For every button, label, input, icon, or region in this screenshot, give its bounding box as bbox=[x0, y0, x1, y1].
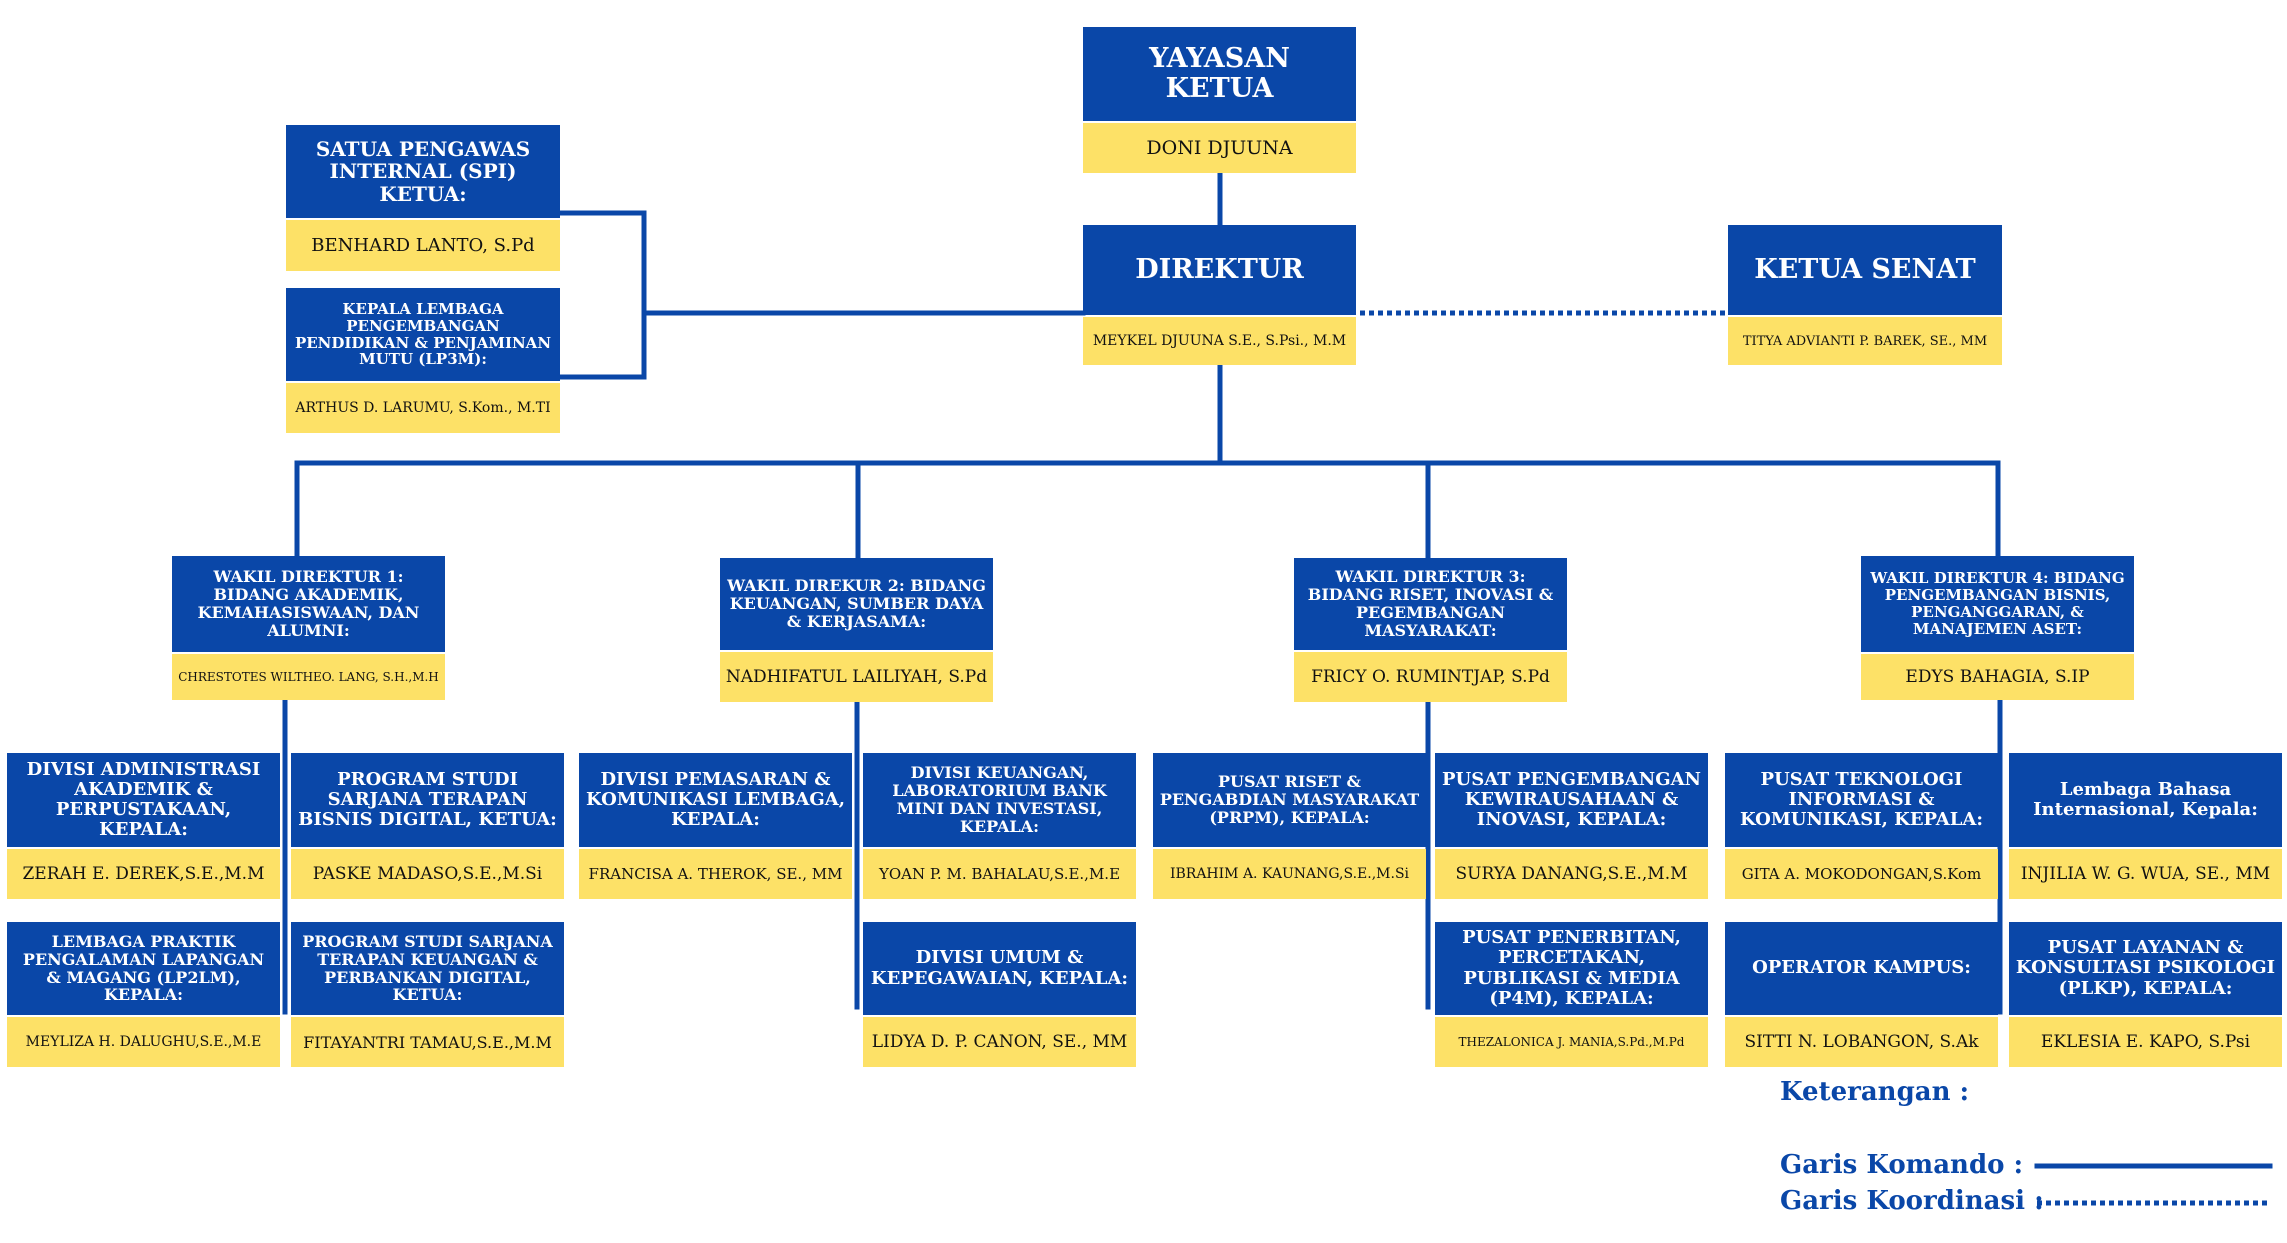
box-wd3-name: FRICY O. RUMINTJAP, S.Pd bbox=[1294, 652, 1567, 702]
box-lp3m-title: KEPALA LEMBAGA PENGEMBANGAN PENDIDIKAN &… bbox=[286, 288, 560, 381]
box-spi-name: BENHARD LANTO, S.Pd bbox=[286, 220, 560, 271]
box-operator-kampus: OPERATOR KAMPUS: SITTI N. LOBANGON, S.Ak bbox=[1725, 922, 1998, 1067]
box-lp3m: KEPALA LEMBAGA PENGEMBANGAN PENDIDIKAN &… bbox=[286, 288, 560, 433]
box-pusat-ti: PUSAT TEKNOLOGI INFORMASI & KOMUNIKASI, … bbox=[1725, 753, 1998, 899]
box-pskpd-title: PROGRAM STUDI SARJANA TERAPAN KEUANGAN &… bbox=[291, 922, 564, 1015]
box-wd2-title: WAKIL DIREKUR 2: BIDANG KEUANGAN, SUMBER… bbox=[720, 558, 993, 650]
box-psbd-title: PROGRAM STUDI SARJANA TERAPAN BISNIS DIG… bbox=[291, 753, 564, 847]
box-wd1-name: CHRESTOTES WILTHEO. LANG, S.H.,M.H bbox=[172, 654, 445, 700]
box-lembaga-bahasa: Lembaga Bahasa Internasional, Kepala: IN… bbox=[2009, 753, 2282, 899]
box-p4m-title: PUSAT PENERBITAN, PERCETAKAN, PUBLIKASI … bbox=[1435, 922, 1708, 1015]
box-dukep-name: LIDYA D. P. CANON, SE., MM bbox=[863, 1017, 1136, 1067]
box-daap-name: ZERAH E. DEREK,S.E.,M.M bbox=[7, 849, 280, 899]
box-wd4: WAKIL DIREKTUR 4: BIDANG PENGEMBANGAN BI… bbox=[1861, 556, 2134, 700]
box-yayasan-title: YAYASAN KETUA bbox=[1083, 27, 1356, 121]
box-ptik-name: GITA A. MOKODONGAN,S.Kom bbox=[1725, 849, 1998, 899]
box-ptik-title: PUSAT TEKNOLOGI INFORMASI & KOMUNIKASI, … bbox=[1725, 753, 1998, 847]
box-wd1-title: WAKIL DIREKTUR 1: BIDANG AKADEMIK, KEMAH… bbox=[172, 556, 445, 652]
box-dklbm-title: DIVISI KEUANGAN, LABORATORIUM BANK MINI … bbox=[863, 753, 1136, 847]
box-yayasan-name: DONI DJUUNA bbox=[1083, 123, 1356, 173]
box-dklbm-name: YOAN P. M. BAHALAU,S.E.,M.E bbox=[863, 849, 1136, 899]
box-direktur-title: DIREKTUR bbox=[1083, 225, 1356, 315]
box-ketua-senat: KETUA SENAT TITYA ADVIANTI P. BAREK, SE.… bbox=[1728, 225, 2002, 365]
box-direktur-name: MEYKEL DJUUNA S.E., S.Psi., M.M bbox=[1083, 317, 1356, 365]
box-divisi-keuangan: DIVISI KEUANGAN, LABORATORIUM BANK MINI … bbox=[863, 753, 1136, 899]
box-pusat-kewirausahaan: PUSAT PENGEMBANGAN KEWIRAUSAHAAN & INOVA… bbox=[1435, 753, 1708, 899]
box-lbi-title: Lembaga Bahasa Internasional, Kepala: bbox=[2009, 753, 2282, 847]
box-prodi-keuangan-perbankan: PROGRAM STUDI SARJANA TERAPAN KEUANGAN &… bbox=[291, 922, 564, 1067]
box-senat-name: TITYA ADVIANTI P. BAREK, SE., MM bbox=[1728, 317, 2002, 365]
box-prpm-name: IBRAHIM A. KAUNANG,S.E.,M.Si bbox=[1153, 849, 1426, 899]
box-divisi-pemasaran: DIVISI PEMASARAN & KOMUNIKASI LEMBAGA, K… bbox=[579, 753, 852, 899]
box-daap-title: DIVISI ADMINISTRASI AKADEMIK & PERPUSTAK… bbox=[7, 753, 280, 847]
box-wd2-name: NADHIFATUL LAILIYAH, S.Pd bbox=[720, 652, 993, 702]
box-ppki-title: PUSAT PENGEMBANGAN KEWIRAUSAHAAN & INOVA… bbox=[1435, 753, 1708, 847]
legend-koordinasi-label: Garis Koordinasi : bbox=[1780, 1186, 2044, 1216]
box-wd3-title: WAKIL DIREKTUR 3: BIDANG RISET, INOVASI … bbox=[1294, 558, 1567, 650]
box-wd4-name: EDYS BAHAGIA, S.IP bbox=[1861, 654, 2134, 700]
box-direktur: DIREKTUR MEYKEL DJUUNA S.E., S.Psi., M.M bbox=[1083, 225, 1356, 365]
box-plkp-title: PUSAT LAYANAN & KONSULTASI PSIKOLOGI (PL… bbox=[2009, 922, 2282, 1015]
box-prodi-bisnis-digital: PROGRAM STUDI SARJANA TERAPAN BISNIS DIG… bbox=[291, 753, 564, 899]
box-senat-title: KETUA SENAT bbox=[1728, 225, 2002, 315]
legend-komando-label: Garis Komando : bbox=[1780, 1150, 2024, 1180]
box-prpm: PUSAT RISET & PENGABDIAN MASYARAKAT (PRP… bbox=[1153, 753, 1426, 899]
box-psbd-name: PASKE MADASO,S.E.,M.Si bbox=[291, 849, 564, 899]
box-yayasan: YAYASAN KETUA DONI DJUUNA bbox=[1083, 27, 1356, 173]
box-opk-title: OPERATOR KAMPUS: bbox=[1725, 922, 1998, 1015]
box-spi-title: SATUA PENGAWAS INTERNAL (SPI) KETUA: bbox=[286, 125, 560, 218]
box-wd4-title: WAKIL DIREKTUR 4: BIDANG PENGEMBANGAN BI… bbox=[1861, 556, 2134, 652]
box-p4m: PUSAT PENERBITAN, PERCETAKAN, PUBLIKASI … bbox=[1435, 922, 1708, 1067]
box-dpkl-title: DIVISI PEMASARAN & KOMUNIKASI LEMBAGA, K… bbox=[579, 753, 852, 847]
box-lp2lm-name: MEYLIZA H. DALUGHU,S.E.,M.E bbox=[7, 1017, 280, 1067]
box-divisi-umum: DIVISI UMUM & KEPEGAWAIAN, KEPALA: LIDYA… bbox=[863, 922, 1136, 1067]
box-plkp: PUSAT LAYANAN & KONSULTASI PSIKOLOGI (PL… bbox=[2009, 922, 2282, 1067]
box-wd3: WAKIL DIREKTUR 3: BIDANG RISET, INOVASI … bbox=[1294, 558, 1567, 702]
box-lbi-name: INJILIA W. G. WUA, SE., MM bbox=[2009, 849, 2282, 899]
box-wd1: WAKIL DIREKTUR 1: BIDANG AKADEMIK, KEMAH… bbox=[172, 556, 445, 700]
box-dpkl-name: FRANCISA A. THEROK, SE., MM bbox=[579, 849, 852, 899]
box-prpm-title: PUSAT RISET & PENGABDIAN MASYARAKAT (PRP… bbox=[1153, 753, 1426, 847]
box-plkp-name: EKLESIA E. KAPO, S.Psi bbox=[2009, 1017, 2282, 1067]
box-ppki-name: SURYA DANANG,S.E.,M.M bbox=[1435, 849, 1708, 899]
box-lp2lm: LEMBAGA PRAKTIK PENGALAMAN LAPANGAN & MA… bbox=[7, 922, 280, 1067]
box-lp2lm-title: LEMBAGA PRAKTIK PENGALAMAN LAPANGAN & MA… bbox=[7, 922, 280, 1015]
box-lp3m-name: ARTHUS D. LARUMU, S.Kom., M.TI bbox=[286, 383, 560, 433]
box-spi: SATUA PENGAWAS INTERNAL (SPI) KETUA: BEN… bbox=[286, 125, 560, 271]
box-wd2: WAKIL DIREKUR 2: BIDANG KEUANGAN, SUMBER… bbox=[720, 558, 993, 702]
legend-title: Keterangan : bbox=[1780, 1077, 1970, 1107]
box-opk-name: SITTI N. LOBANGON, S.Ak bbox=[1725, 1017, 1998, 1067]
box-p4m-name: THEZALONICA J. MANIA,S.Pd.,M.Pd bbox=[1435, 1017, 1708, 1067]
box-divisi-admin-akademik: DIVISI ADMINISTRASI AKADEMIK & PERPUSTAK… bbox=[7, 753, 280, 899]
box-dukep-title: DIVISI UMUM & KEPEGAWAIAN, KEPALA: bbox=[863, 922, 1136, 1015]
box-pskpd-name: FITAYANTRI TAMAU,S.E.,M.M bbox=[291, 1017, 564, 1067]
